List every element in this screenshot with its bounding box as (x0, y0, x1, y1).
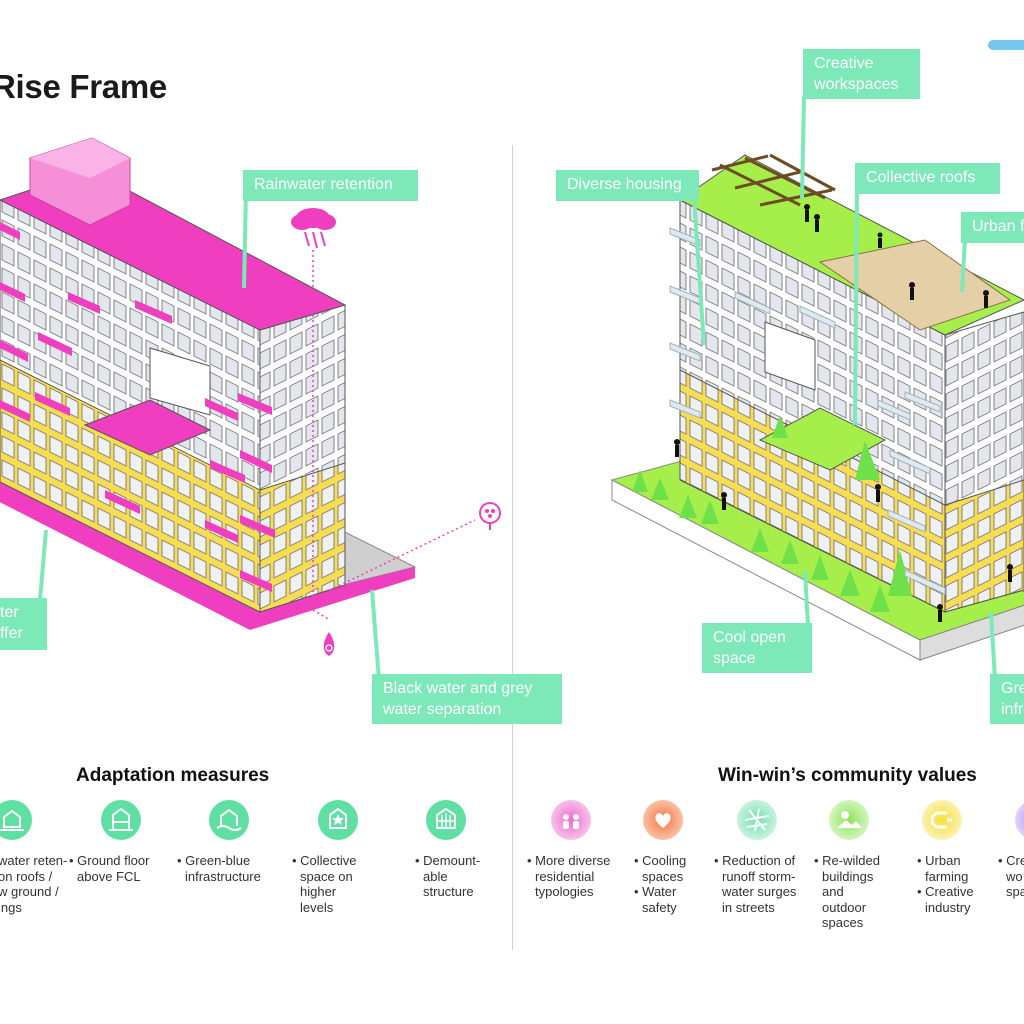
item-line: spaces (642, 868, 684, 884)
callout-text: space (713, 650, 756, 667)
heart-icon (643, 800, 683, 840)
item-line: infrastructure (185, 868, 261, 884)
center-divider (512, 145, 513, 950)
callout-black-grey-water: Black water and grey water separation (372, 674, 562, 724)
people-icon (551, 800, 591, 840)
callout-creative-workspaces: Creative workspaces (803, 49, 920, 99)
item-line: • Demount- (415, 853, 481, 868)
callout-cool-open-space: Cool open space (702, 623, 812, 673)
item-line: • Re-wilded (814, 853, 880, 868)
callout-text: infr (1001, 701, 1024, 718)
callout-text: Black water and grey (383, 680, 533, 697)
callout-text: workspaces (814, 76, 899, 93)
item-line: on roofs / (0, 868, 53, 884)
urban-farming-icon (922, 800, 962, 840)
right-building (610, 95, 1024, 681)
item-line: water surges (722, 884, 797, 899)
left-building (0, 137, 501, 681)
item-line: space on (300, 868, 353, 884)
top-accent-bar (988, 40, 1024, 50)
callout-collective-roofs: Collective roofs (855, 163, 1000, 194)
callout-urban-farming: Urban f (961, 212, 1024, 243)
item-line: industry (925, 899, 971, 915)
item-line: residential (535, 868, 595, 884)
item-line: spaces (822, 915, 864, 930)
adaptation-item-3: • Green-blue infrastructure (177, 853, 261, 884)
collective-space-star-icon (318, 800, 358, 840)
item-line: • Green-blue (177, 853, 251, 868)
item-line: • Cooling (634, 853, 687, 868)
callout-rainwater-retention: Rainwater retention (243, 170, 418, 201)
grey-water-icon (479, 502, 501, 530)
value-item-5: • Urban farming • Creative industry (917, 853, 974, 915)
callout-text: Gre (1001, 680, 1024, 697)
item-line: structure (423, 884, 474, 899)
adaptation-item-1: water reten- on roofs / w ground / ings (0, 853, 67, 915)
landscape-icon (829, 800, 869, 840)
item-line: farming (925, 868, 969, 884)
value-item-4: • Re-wilded buildings and outdoor spaces (814, 853, 880, 931)
green-blue-infrastructure-icon (209, 800, 249, 840)
callout-text: Rainwater retention (254, 176, 393, 193)
callout-text: water separation (383, 701, 502, 718)
water-drop-icon (323, 632, 335, 656)
value-item-2: • Cooling spaces • Water safety (634, 853, 686, 915)
item-line: levels (300, 899, 334, 915)
item-line: buildings (822, 868, 874, 884)
callout-green-infrastructure: Gre infr (990, 674, 1024, 724)
item-line: water reten- (0, 853, 68, 868)
rain-cloud-icon (291, 208, 336, 249)
building-illustrations (0, 95, 1024, 681)
callout-water-buffer: ter ffer (0, 598, 47, 650)
callout-text: Collective roofs (866, 169, 976, 186)
workspace-icon (1015, 800, 1024, 840)
item-line: outdoor (822, 899, 867, 915)
adaptation-item-5: • Demount- able structure (415, 853, 480, 900)
item-line: • Ground floor (69, 853, 150, 868)
value-item-1: • More diverse residential typologies (527, 853, 610, 900)
street-grid-icon (737, 800, 777, 840)
item-line: • Cre (998, 853, 1024, 868)
callout-text: ffer (0, 625, 23, 642)
callout-text: Cool open (713, 629, 786, 646)
adaptation-item-4: • Collective space on higher levels (292, 853, 357, 915)
building-on-ground-icon (0, 800, 32, 840)
page-title: Rise Frame (0, 68, 167, 105)
item-line: able (423, 868, 448, 884)
item-line: • Water (634, 884, 677, 899)
callout-text: Diverse housing (567, 176, 682, 193)
demountable-structure-icon (426, 800, 466, 840)
item-line: in streets (722, 899, 775, 915)
item-line: w ground / (0, 884, 59, 899)
item-line: • Collective (292, 853, 357, 868)
item-line: spa (1006, 884, 1024, 899)
raised-floor-icon (101, 800, 141, 840)
callout-text: Creative (814, 55, 874, 72)
item-line: and (822, 884, 844, 899)
value-item-3: • Reduction of runoff storm- water surge… (714, 853, 796, 915)
item-line: typologies (535, 884, 594, 899)
callout-text: Urban f (972, 218, 1024, 235)
item-line: • Creative (917, 884, 974, 899)
item-line: runoff storm- (722, 868, 796, 884)
callout-text: ter (0, 604, 19, 621)
callout-diverse-housing: Diverse housing (556, 170, 699, 201)
adaptation-measures-title: Adaptation measures (76, 765, 270, 786)
item-line: • Reduction of (714, 853, 796, 868)
item-line: above FCL (77, 868, 141, 884)
item-line: wo (1006, 868, 1023, 884)
item-line: • More diverse (527, 853, 611, 868)
item-line: • Urban (917, 853, 961, 868)
community-values-title: Win-win’s community values (718, 765, 977, 786)
item-line: ings (0, 899, 22, 915)
item-line: safety (642, 899, 677, 915)
value-item-6: • Cre wo spa (998, 853, 1024, 900)
adaptation-item-2: • Ground floor above FCL (69, 853, 149, 884)
item-line: higher (300, 884, 337, 899)
